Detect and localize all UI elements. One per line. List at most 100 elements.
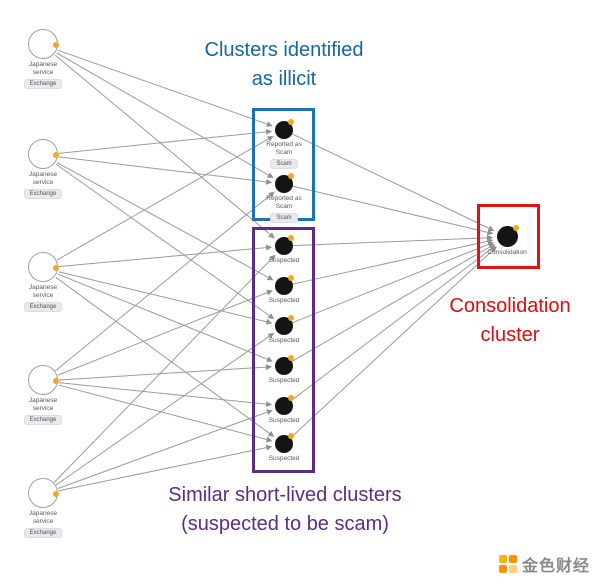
edge-line xyxy=(58,244,273,268)
suspected-node[interactable]: Suspected xyxy=(252,275,316,305)
watermark-text: 金色财经 xyxy=(521,558,590,575)
edge-line xyxy=(54,54,275,239)
orange-marker-icon xyxy=(288,433,294,439)
cluster-circle[interactable] xyxy=(496,225,519,247)
cluster-label: Suspected xyxy=(268,297,300,304)
cluster-label: Suspected xyxy=(268,337,300,344)
edge-line xyxy=(58,444,273,492)
edge-line xyxy=(292,234,494,247)
annotation-line: cluster xyxy=(480,324,540,346)
orange-marker-icon xyxy=(53,491,59,497)
consolidation-node[interactable]: Consolidation xyxy=(475,225,539,257)
edge-line xyxy=(58,128,273,154)
edge-line xyxy=(58,156,273,185)
cluster-circle[interactable] xyxy=(275,315,294,335)
edge-line xyxy=(290,245,496,401)
orange-marker-icon xyxy=(53,42,59,48)
cluster-circle[interactable] xyxy=(275,235,294,255)
annotation-line: Consolidation xyxy=(449,295,571,317)
cluster-circle[interactable] xyxy=(275,433,294,453)
cluster-circle[interactable] xyxy=(28,478,59,508)
annotation-line: as illicit xyxy=(251,68,317,90)
cluster-circle[interactable] xyxy=(275,395,294,415)
edge-line xyxy=(56,135,274,261)
cluster-label: Suspected xyxy=(268,377,300,384)
category-badge: Exchange xyxy=(23,414,63,425)
edge-line xyxy=(55,191,275,372)
edge-line xyxy=(55,277,275,437)
cluster-circle[interactable] xyxy=(275,355,294,375)
orange-marker-icon xyxy=(53,265,59,271)
annotation-line: Clusters identified xyxy=(204,39,364,61)
cluster-label: Suspected xyxy=(268,417,300,424)
cluster-circle[interactable] xyxy=(28,252,59,282)
orange-marker-icon xyxy=(288,395,294,401)
category-badge: Exchange xyxy=(23,301,63,312)
orange-marker-icon xyxy=(53,152,59,158)
edge-line xyxy=(55,163,275,320)
annotation-line: (suspected to be scam) xyxy=(181,513,389,535)
edge-line xyxy=(291,133,495,232)
edge-line xyxy=(53,254,276,483)
cluster-label: Suspected xyxy=(268,455,300,462)
orange-marker-icon xyxy=(288,275,294,281)
cluster-circle[interactable] xyxy=(28,365,59,395)
cluster-circle[interactable] xyxy=(28,139,59,169)
suspected-node[interactable]: Suspected xyxy=(252,355,316,385)
cluster-label: Japanese service xyxy=(28,171,58,186)
cluster-circle[interactable] xyxy=(28,29,59,59)
edge-line xyxy=(57,289,273,376)
cluster-label: Japanese service xyxy=(28,397,58,412)
edge-line xyxy=(291,244,495,362)
category-badge: Scam xyxy=(270,158,298,169)
cluster-circle[interactable] xyxy=(275,173,294,193)
edge-line xyxy=(58,384,273,443)
cluster-label: Japanese service xyxy=(28,61,58,76)
edge-line xyxy=(58,271,273,325)
orange-marker-icon xyxy=(288,235,294,241)
edge-line xyxy=(292,238,494,285)
cluster-label: Reported as Scam xyxy=(266,195,302,210)
cluster-label: Consolidation xyxy=(487,249,527,256)
consolidation-cluster-box xyxy=(477,204,540,269)
suspected-node[interactable]: Suspected xyxy=(252,395,316,425)
category-badge: Exchange xyxy=(23,527,63,538)
annotation-line: Similar short-lived clusters xyxy=(168,484,402,506)
category-badge: Exchange xyxy=(23,78,63,89)
watermark: 金色财经 xyxy=(498,552,590,576)
illicit-annotation: Clusters identified as illicit xyxy=(184,36,384,94)
orange-marker-icon xyxy=(288,173,294,179)
category-badge: Scam xyxy=(270,212,298,223)
orange-marker-icon xyxy=(53,378,59,384)
edge-line xyxy=(55,332,275,486)
cluster-label: Reported as Scam xyxy=(266,141,302,156)
suspected-node[interactable]: Suspected xyxy=(252,235,316,265)
cluster-label: Japanese service xyxy=(28,284,58,299)
edge-line xyxy=(292,185,494,236)
suspected-clusters-box xyxy=(252,227,315,473)
suspected-node[interactable]: Suspected xyxy=(252,315,316,345)
category-badge: Exchange xyxy=(23,188,63,199)
jinse-logo-icon xyxy=(498,555,517,573)
suspected-annotation: Similar short-lived clusters (suspected … xyxy=(125,481,445,539)
edge-line xyxy=(58,382,273,408)
consolidation-annotation: Consolidation cluster xyxy=(420,292,600,350)
edge-line xyxy=(58,364,273,381)
suspected-node[interactable]: Suspected xyxy=(252,433,316,463)
edge-line xyxy=(290,246,497,439)
cluster-circle[interactable] xyxy=(275,119,294,139)
orange-marker-icon xyxy=(288,355,294,361)
orange-marker-icon xyxy=(288,119,294,125)
cluster-circle[interactable] xyxy=(275,275,294,295)
cluster-label: Japanese service xyxy=(28,510,58,525)
edge-line xyxy=(292,241,494,324)
orange-marker-icon xyxy=(288,315,294,321)
